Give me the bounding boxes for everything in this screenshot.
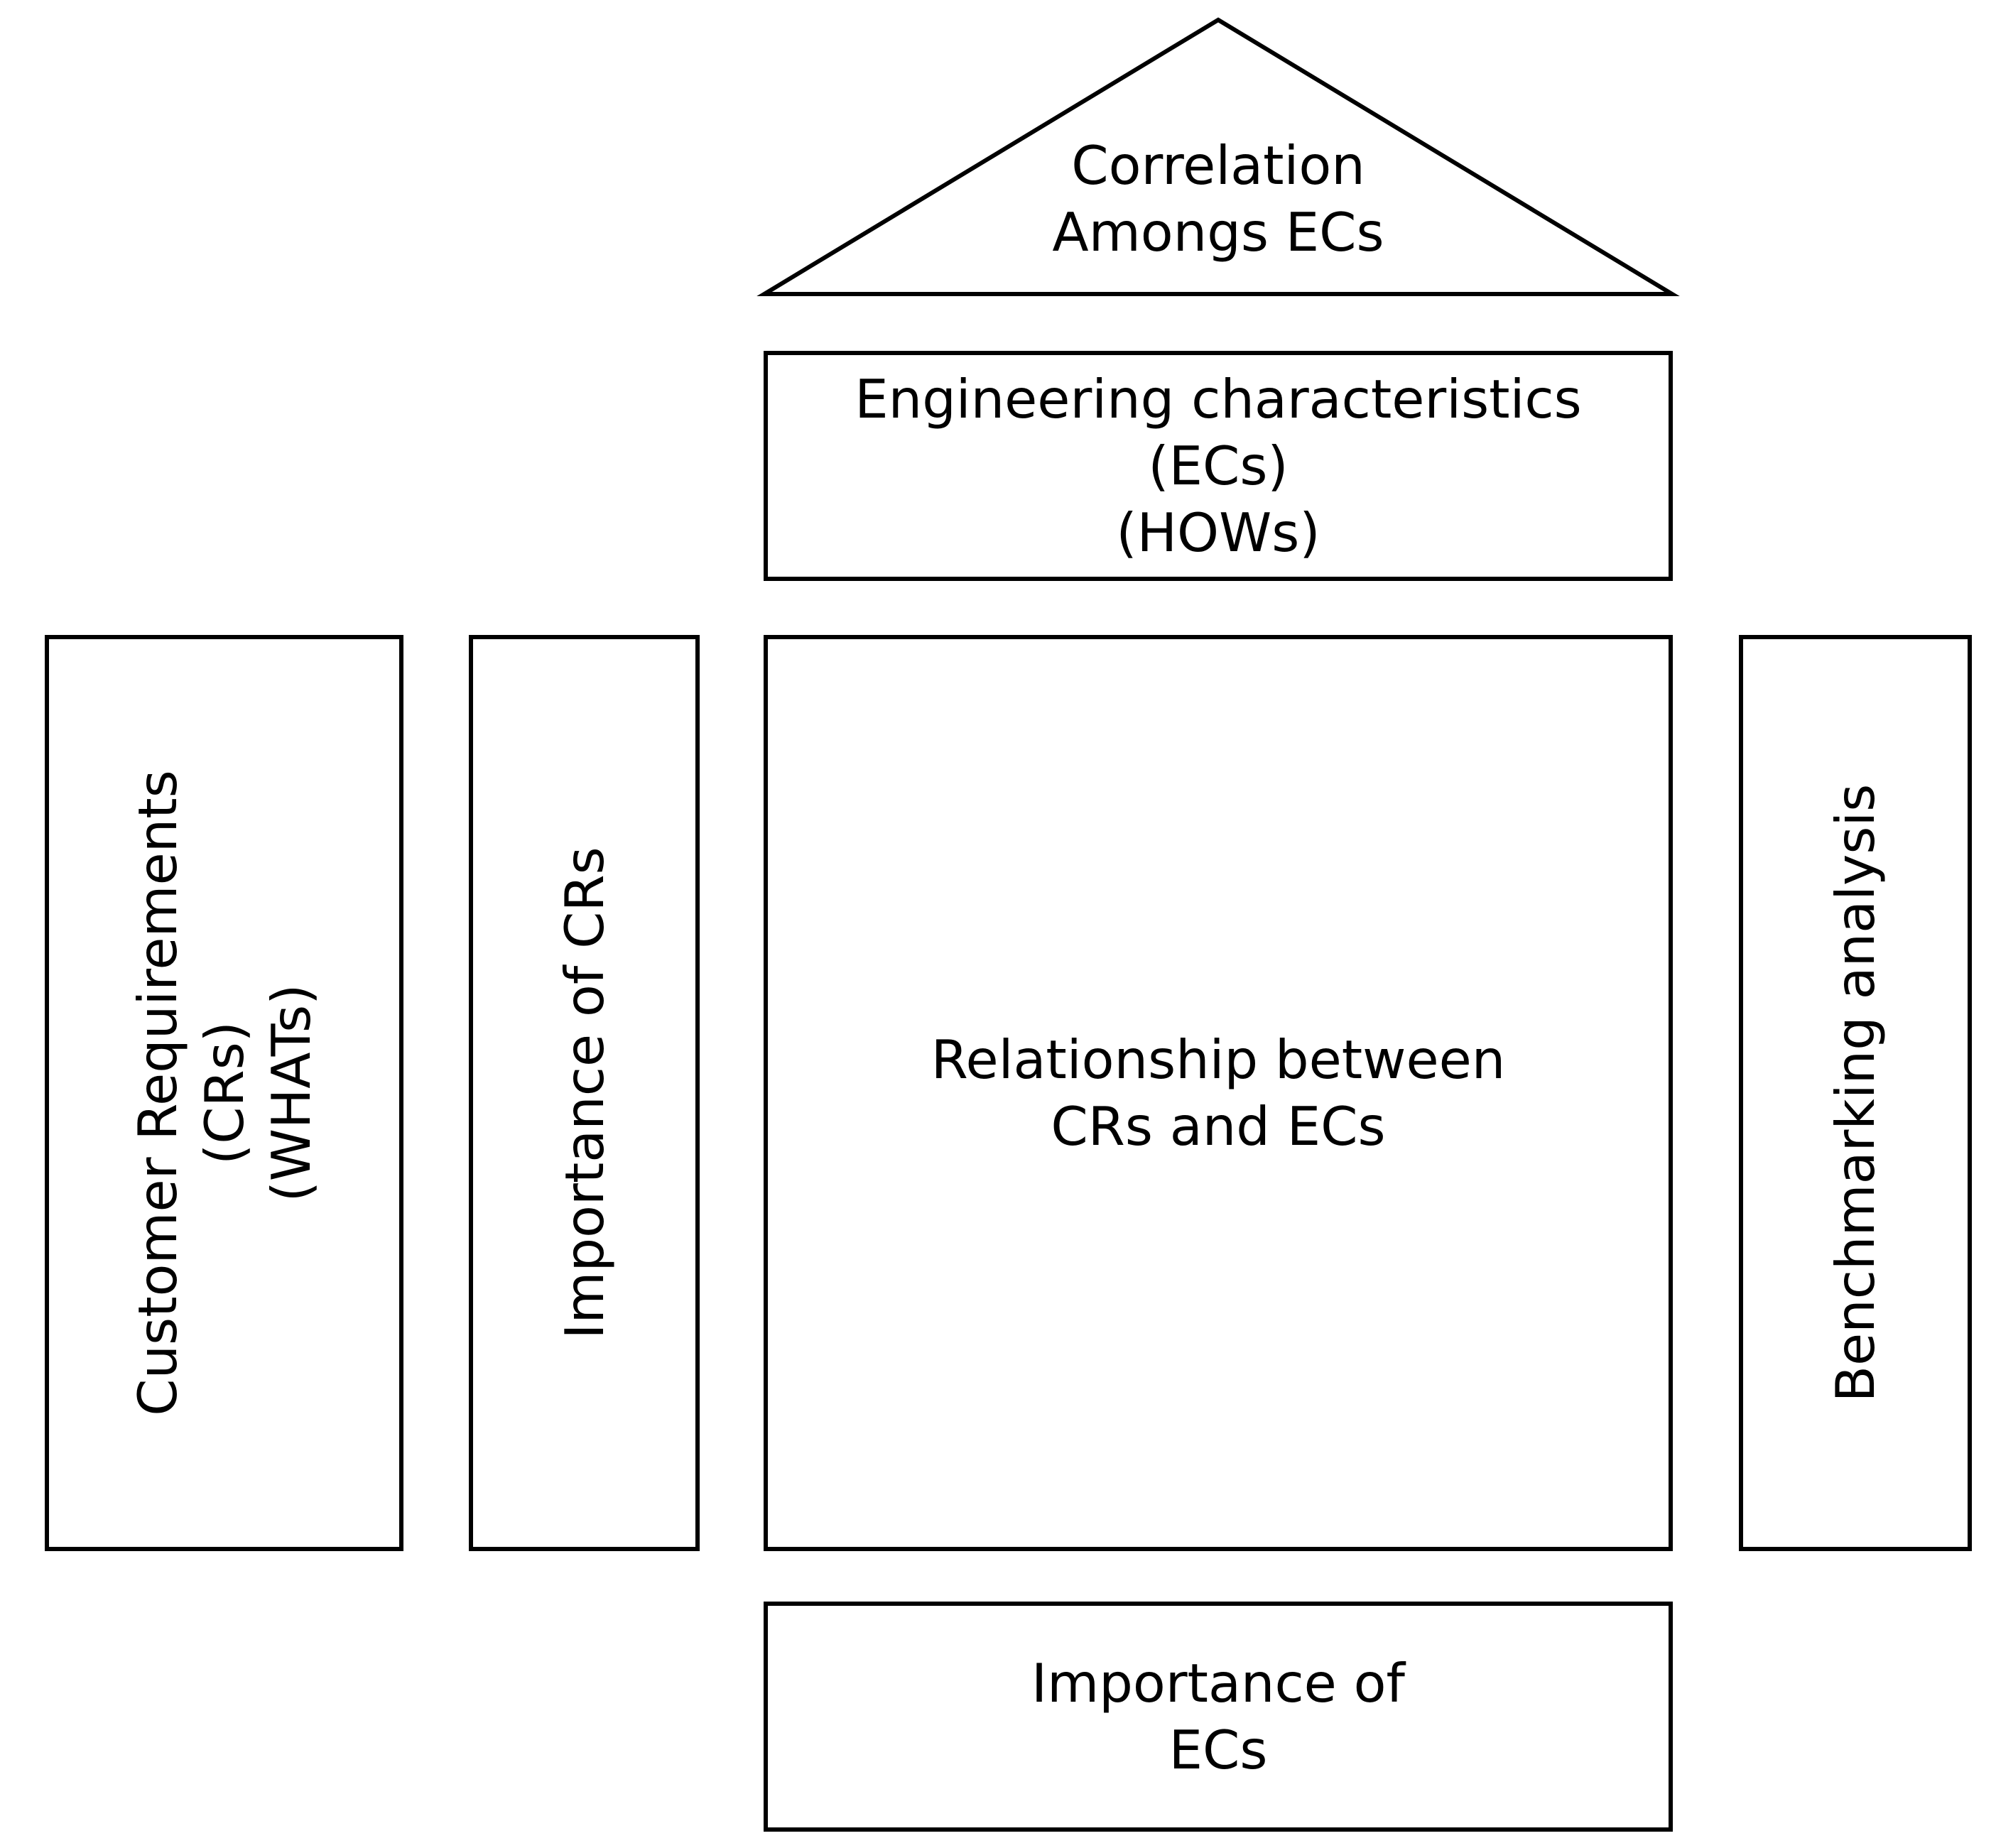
customer-requirements-box: Customer Requirements (CRs) (WHATs) [45, 635, 403, 1551]
relationship-label-line-2: CRs and ECs [1051, 1095, 1386, 1158]
importance-of-ecs-line-2: ECs [1168, 1719, 1268, 1781]
relationship-label-line-1: Relationship between [931, 1028, 1506, 1091]
importance-of-crs-line-1: Importance of CRs [553, 847, 616, 1339]
correlation-roof-triangle [756, 17, 1680, 296]
importance-of-crs-label: Importance of CRs [551, 847, 618, 1339]
importance-of-ecs-line-1: Importance of [1031, 1652, 1405, 1714]
engineering-characteristics-box: Engineering characteristics (ECs) (HOWs) [764, 351, 1673, 581]
importance-of-ecs-box: Importance of ECs [764, 1602, 1673, 1832]
benchmarking-line-1: Benchmarking analysis [1824, 783, 1887, 1403]
correlation-label-line-2: Amongs ECs [1052, 201, 1384, 263]
importance-of-crs-box: Importance of CRs [469, 635, 700, 1551]
cr-label-line-2: (CRs) [192, 1021, 256, 1165]
relationship-matrix-label: Relationship between CRs and ECs [931, 1026, 1506, 1160]
ecs-label-line-2: (ECs) [1148, 435, 1289, 497]
customer-requirements-label: Customer Requirements (CRs) (WHATs) [124, 770, 325, 1416]
benchmarking-analysis-label: Benchmarking analysis [1822, 784, 1889, 1403]
importance-of-ecs-label: Importance of ECs [1031, 1650, 1405, 1783]
ecs-label-line-3: (HOWs) [1116, 501, 1320, 564]
engineering-characteristics-label: Engineering characteristics (ECs) (HOWs) [855, 366, 1581, 566]
benchmarking-analysis-box: Benchmarking analysis [1739, 635, 1972, 1551]
roof-shape [756, 17, 1680, 296]
ecs-label-line-1: Engineering characteristics [855, 368, 1582, 430]
relationship-matrix-box: Relationship between CRs and ECs [764, 635, 1673, 1551]
correlation-label-line-1: Correlation [1071, 134, 1365, 197]
cr-label-line-3: (WHATs) [259, 984, 322, 1202]
correlation-label: Correlation Amongs ECs [760, 128, 1676, 270]
cr-label-line-1: Customer Requirements [126, 770, 189, 1416]
